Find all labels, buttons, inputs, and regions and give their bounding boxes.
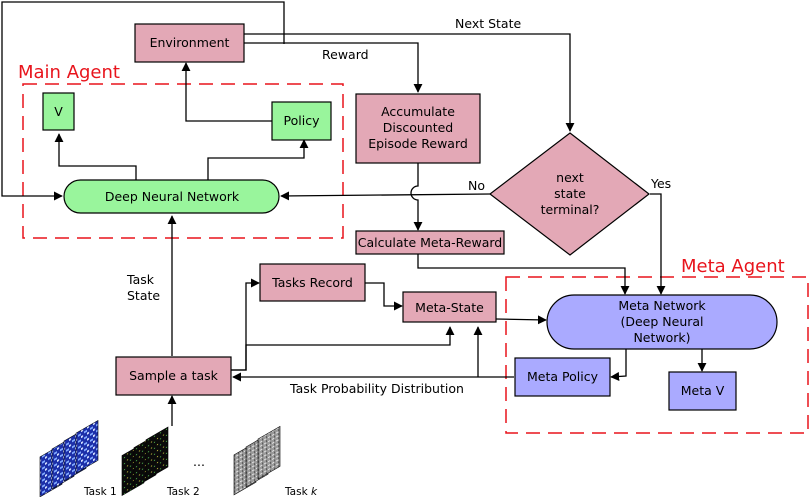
task-1-screens bbox=[39, 419, 99, 497]
edge-metanet-metapolicy bbox=[610, 349, 627, 381]
node-terminal-decision: next state terminal? bbox=[489, 132, 650, 256]
edge-dnn-policy bbox=[207, 139, 309, 180]
edge-yes bbox=[650, 193, 666, 295]
node-meta-network: Meta Network (Deep Neural Network) bbox=[546, 294, 778, 350]
svg-text:Discounted: Discounted bbox=[383, 120, 454, 135]
node-calculate-meta-reward: Calculate Meta-Reward bbox=[355, 230, 505, 255]
meta-agent-border bbox=[505, 276, 809, 434]
edge-no bbox=[280, 191, 491, 201]
node-environment: Environment bbox=[134, 23, 245, 63]
svg-text:Meta Policy: Meta Policy bbox=[527, 369, 599, 384]
node-tasks-record: Tasks Record bbox=[259, 263, 366, 302]
svg-text:Meta V: Meta V bbox=[681, 383, 725, 398]
svg-text:next: next bbox=[556, 170, 584, 185]
node-accumulate-reward: Accumulate Discounted Episode Reward bbox=[355, 93, 481, 164]
svg-text:Meta Network: Meta Network bbox=[618, 298, 706, 313]
svg-text:Tasks Record: Tasks Record bbox=[271, 275, 353, 290]
label-yes: Yes bbox=[650, 176, 671, 191]
node-sample-task: Sample a task bbox=[115, 356, 232, 396]
svg-text:(Deep Neural: (Deep Neural bbox=[620, 314, 703, 329]
edge-sample-record bbox=[231, 278, 260, 371]
svg-text:Calculate Meta-Reward: Calculate Meta-Reward bbox=[358, 235, 502, 250]
svg-text:Accumulate: Accumulate bbox=[381, 104, 455, 119]
environment-label: Environment bbox=[150, 35, 230, 50]
edge-metastate-metanet bbox=[495, 315, 547, 325]
label-task: Task bbox=[126, 272, 155, 287]
node-meta-state: Meta-State bbox=[402, 291, 497, 323]
edge-policy-env bbox=[181, 62, 272, 122]
v-label: V bbox=[54, 104, 63, 119]
task-2-label: Task 2 bbox=[166, 486, 200, 497]
edge-accum-metareward bbox=[410, 163, 423, 231]
svg-text:Network): Network) bbox=[633, 330, 690, 345]
node-policy: Policy bbox=[271, 101, 332, 141]
label-next-state: Next State bbox=[455, 16, 521, 31]
edge-reward bbox=[244, 42, 423, 93]
svg-text:terminal?: terminal? bbox=[541, 202, 600, 217]
task-k-screens bbox=[233, 425, 281, 496]
edge-sample-metastate bbox=[231, 326, 455, 371]
dnn-label: Deep Neural Network bbox=[105, 189, 240, 204]
svg-text:state: state bbox=[554, 186, 586, 201]
svg-text:Meta-State: Meta-State bbox=[415, 300, 484, 315]
edges bbox=[1, 1, 707, 426]
edge-record-metastate bbox=[365, 282, 403, 311]
edge-dnn-v bbox=[54, 133, 137, 180]
edge-env-to-dnn bbox=[1, 1, 285, 201]
node-deep-neural-network: Deep Neural Network bbox=[63, 179, 280, 214]
node-meta-policy: Meta Policy bbox=[514, 357, 611, 397]
main-agent-label: Main Agent bbox=[18, 62, 120, 83]
edge-metareward-metanet bbox=[417, 254, 630, 295]
node-meta-v: Meta V bbox=[668, 371, 737, 411]
node-v: V bbox=[42, 92, 75, 131]
task-k-label: Task k bbox=[284, 486, 318, 497]
meta-agent-label: Meta Agent bbox=[681, 256, 785, 277]
label-state: State bbox=[127, 288, 160, 303]
task-1-label: Task 1 bbox=[83, 486, 117, 497]
svg-text:Episode Reward: Episode Reward bbox=[368, 136, 468, 151]
label-task-prob: Task Probability Distribution bbox=[289, 381, 464, 396]
label-reward: Reward bbox=[322, 47, 369, 62]
svg-text:Sample a task: Sample a task bbox=[129, 368, 219, 383]
tasks-ellipsis: ... bbox=[193, 454, 205, 469]
edge-next-state bbox=[244, 33, 575, 132]
label-no: No bbox=[468, 178, 485, 193]
main-agent-border bbox=[22, 83, 344, 239]
task-2-screens bbox=[121, 426, 169, 497]
policy-label: Policy bbox=[284, 113, 321, 128]
